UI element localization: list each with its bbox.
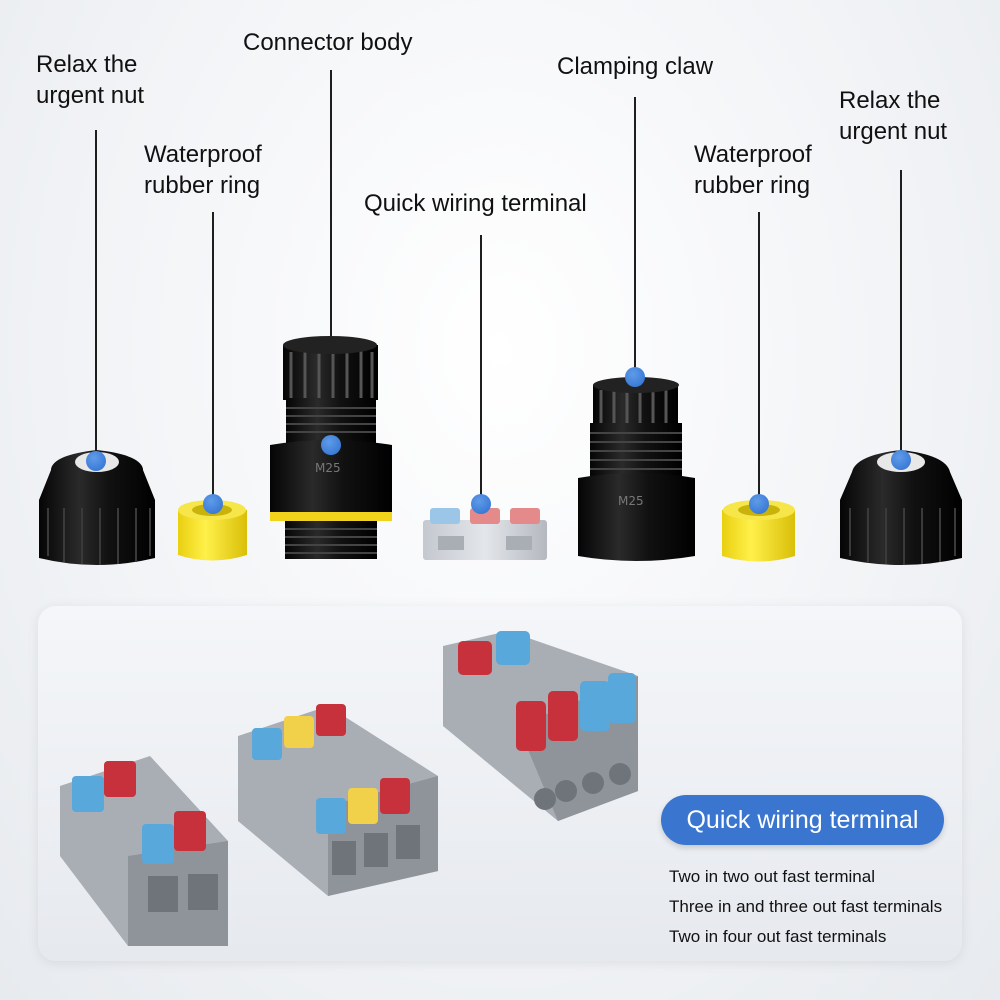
desc-three-in-three-out: Three in and three out fast terminals: [669, 897, 943, 916]
label-nut-right: Relax the urgent nut: [839, 87, 948, 145]
leader-line-ring-left: [212, 212, 214, 504]
leader-line-clamping-claw: [634, 97, 636, 377]
quick-wiring-terminal-badge: Quick wiring terminal: [661, 795, 944, 845]
leader-line-quick-terminal: [480, 235, 482, 503]
label-ring-right: Waterproof rubber ring: [694, 141, 812, 199]
label-quick-wiring-terminal: Quick wiring terminal: [364, 190, 587, 217]
leader-line-nut-right: [900, 170, 902, 460]
label-connector-body: Connector body: [243, 29, 413, 56]
part-marking-left: M25: [315, 461, 341, 475]
callout-dot-ring-left: [203, 494, 223, 514]
terminal-two-in-four-out: [443, 631, 638, 821]
callout-dot-nut-right: [891, 450, 911, 470]
parts-illustration: M25 M25: [39, 336, 962, 565]
callout-dot-clamping-claw: [625, 367, 645, 387]
callout-dot-nut-left: [86, 451, 106, 471]
desc-two-in-two-out: Two in two out fast terminal: [669, 867, 875, 886]
terminal-two-in-two-out: [60, 756, 228, 946]
clamping-claw-body: M25: [578, 377, 695, 561]
label-clamping-claw: Clamping claw: [557, 53, 714, 80]
leader-line-ring-right: [758, 212, 760, 504]
connector-body: M25: [270, 336, 392, 559]
terminal-showcase-illustration: [60, 631, 638, 946]
part-marking-right: M25: [618, 494, 644, 508]
label-nut-left: Relax the urgent nut: [36, 51, 145, 109]
leader-line-nut-left: [95, 130, 97, 460]
terminal-three-in-three-out: [238, 704, 438, 896]
callout-dot-connector-body: [321, 435, 341, 455]
desc-two-in-four-out: Two in four out fast terminals: [669, 927, 887, 946]
nut-right: [840, 450, 962, 565]
callout-dot-quick-terminal: [471, 494, 491, 514]
terminal-showcase-panel: [38, 606, 962, 961]
leader-line-connector-body: [330, 70, 332, 445]
label-ring-left: Waterproof rubber ring: [144, 141, 262, 199]
callout-dot-ring-right: [749, 494, 769, 514]
small-quick-terminal: [423, 508, 547, 560]
